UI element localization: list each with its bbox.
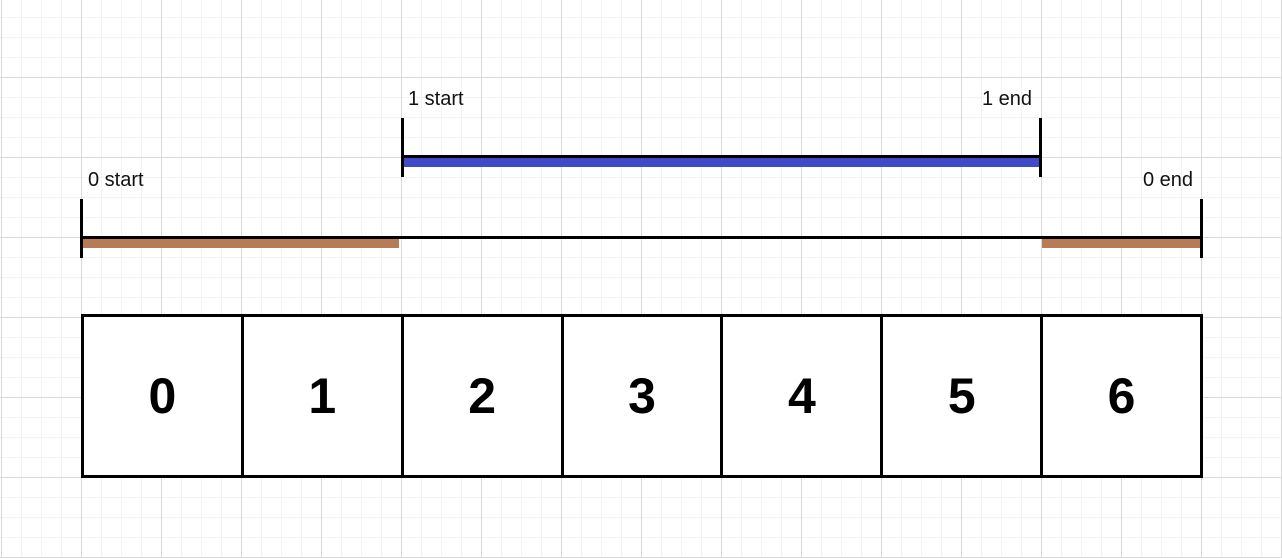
buffer-cell: 0 bbox=[84, 317, 244, 475]
interval-0-bar-right bbox=[1042, 239, 1200, 248]
buffer-cell-value: 5 bbox=[947, 368, 976, 424]
buffer-cell: 6 bbox=[1043, 317, 1200, 475]
interval-1-start-tick bbox=[401, 118, 404, 177]
buffer-cell-value: 4 bbox=[787, 368, 816, 424]
interval-0-end-label: 0 end bbox=[1142, 169, 1193, 191]
interval-0-bar-left bbox=[83, 239, 399, 248]
interval-1-end-label: 1 end bbox=[981, 88, 1032, 110]
buffer-cell-value: 0 bbox=[148, 368, 177, 424]
interval-1-bar bbox=[404, 158, 1039, 167]
interval-1-top-line bbox=[404, 155, 1039, 158]
buffer-cell: 5 bbox=[883, 317, 1044, 475]
buffer-cell: 4 bbox=[723, 317, 884, 475]
buffer-cell: 1 bbox=[244, 317, 404, 475]
interval-0-start-label: 0 start bbox=[88, 169, 144, 191]
buffer-table: 0 1 2 3 4 5 6 bbox=[81, 314, 1203, 478]
interval-0-end-tick bbox=[1200, 199, 1203, 258]
buffer-cell-value: 3 bbox=[628, 368, 656, 424]
interval-1-start-label: 1 start bbox=[408, 88, 464, 110]
buffer-cell: 3 bbox=[564, 317, 724, 475]
buffer-cell-value: 1 bbox=[308, 368, 337, 424]
interval-0-start-tick bbox=[80, 199, 83, 258]
buffer-cell: 2 bbox=[404, 317, 564, 475]
interval-1-end-tick bbox=[1039, 118, 1042, 177]
interval-0-baseline bbox=[83, 236, 1200, 239]
buffer-cell-value: 2 bbox=[468, 368, 497, 424]
buffer-cell-value: 6 bbox=[1107, 368, 1136, 424]
